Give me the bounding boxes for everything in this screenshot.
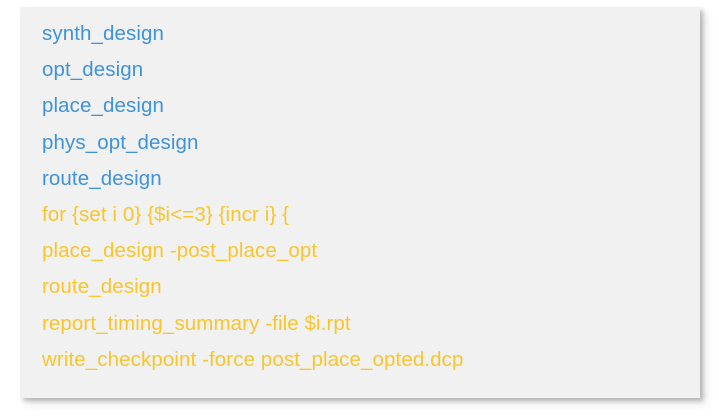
code-line: opt_design <box>42 58 144 82</box>
code-line: synth_design <box>42 22 165 45</box>
code-line: route_design <box>42 275 162 299</box>
code-line: phys_opt_design <box>42 130 199 154</box>
code-card: synth_design opt_design place_design phy… <box>20 7 700 398</box>
code-line: route_design <box>42 166 162 190</box>
code-block: synth_design opt_design place_design phy… <box>42 16 692 378</box>
code-line: report_timing_summary -file $i.rpt <box>42 311 351 335</box>
code-line: for {set i 0} {$i<=3} {incr i} { <box>42 202 290 226</box>
code-line: place_design <box>42 94 165 118</box>
code-line: write_checkpoint -force post_place_opted… <box>42 347 464 371</box>
code-line: place_design -post_place_opt <box>42 239 318 263</box>
